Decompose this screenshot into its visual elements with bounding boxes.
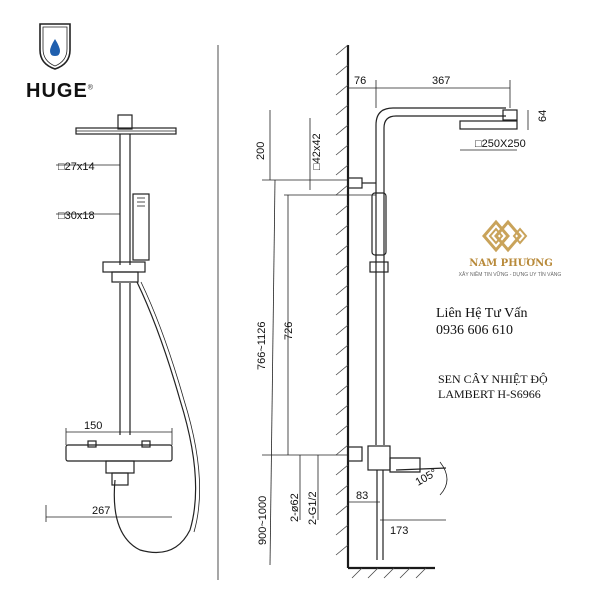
product-line2: LAMBERT H-S6966 [438,387,541,401]
side-inlet-thread-label: 2-G1/2 [307,491,319,525]
front-view-drawing [45,114,200,554]
side-wall-offset-label: 76 [354,75,366,87]
side-height-range-label: 766~1126 [256,322,268,370]
side-install-height-label: 900~1000 [257,496,269,545]
side-bracket-size-label: □42x42 [311,133,323,170]
contact-block: Liên Hệ Tư Vấn 0936 606 610 [436,305,527,339]
side-slide-length-label: 726 [283,322,295,340]
side-spout-length-label: 173 [390,525,408,537]
nam-phuong-logo [474,214,534,260]
front-pipe-size-label: □27x14 [58,161,95,173]
contact-phone[interactable]: 0936 606 610 [436,323,513,338]
side-view-drawing [217,44,529,580]
side-head-size-label: □250X250 [475,138,526,150]
side-inlet-spacing-label: 2-ø62 [289,493,301,522]
side-arm-length-label: 367 [432,75,450,87]
dealer-name: NAM PHƯƠNG [469,258,553,269]
side-top-gap-label: 200 [255,142,267,160]
product-title: SEN CÂY NHIỆT ĐỘ LAMBERT H-S6966 [438,372,548,402]
front-valve-width-label: 150 [84,420,102,432]
product-line1: SEN CÂY NHIỆT ĐỘ [438,372,548,386]
front-bottom-width-label: 267 [92,505,110,517]
brand-wordmark: HUGE® [26,80,94,102]
huge-shield-logo [38,22,72,70]
side-spout-angle-label: 105° [414,467,440,489]
contact-heading: Liên Hệ Tư Vấn [436,306,528,321]
side-valve-depth-label: 83 [356,490,368,502]
front-handset-size-label: □30x18 [58,210,95,222]
side-head-thickness-label: 64 [537,110,549,122]
dealer-slogan: XÂY NIỀM TIN VỮNG - DỰNG UY TÍN VÀNG [458,272,562,278]
